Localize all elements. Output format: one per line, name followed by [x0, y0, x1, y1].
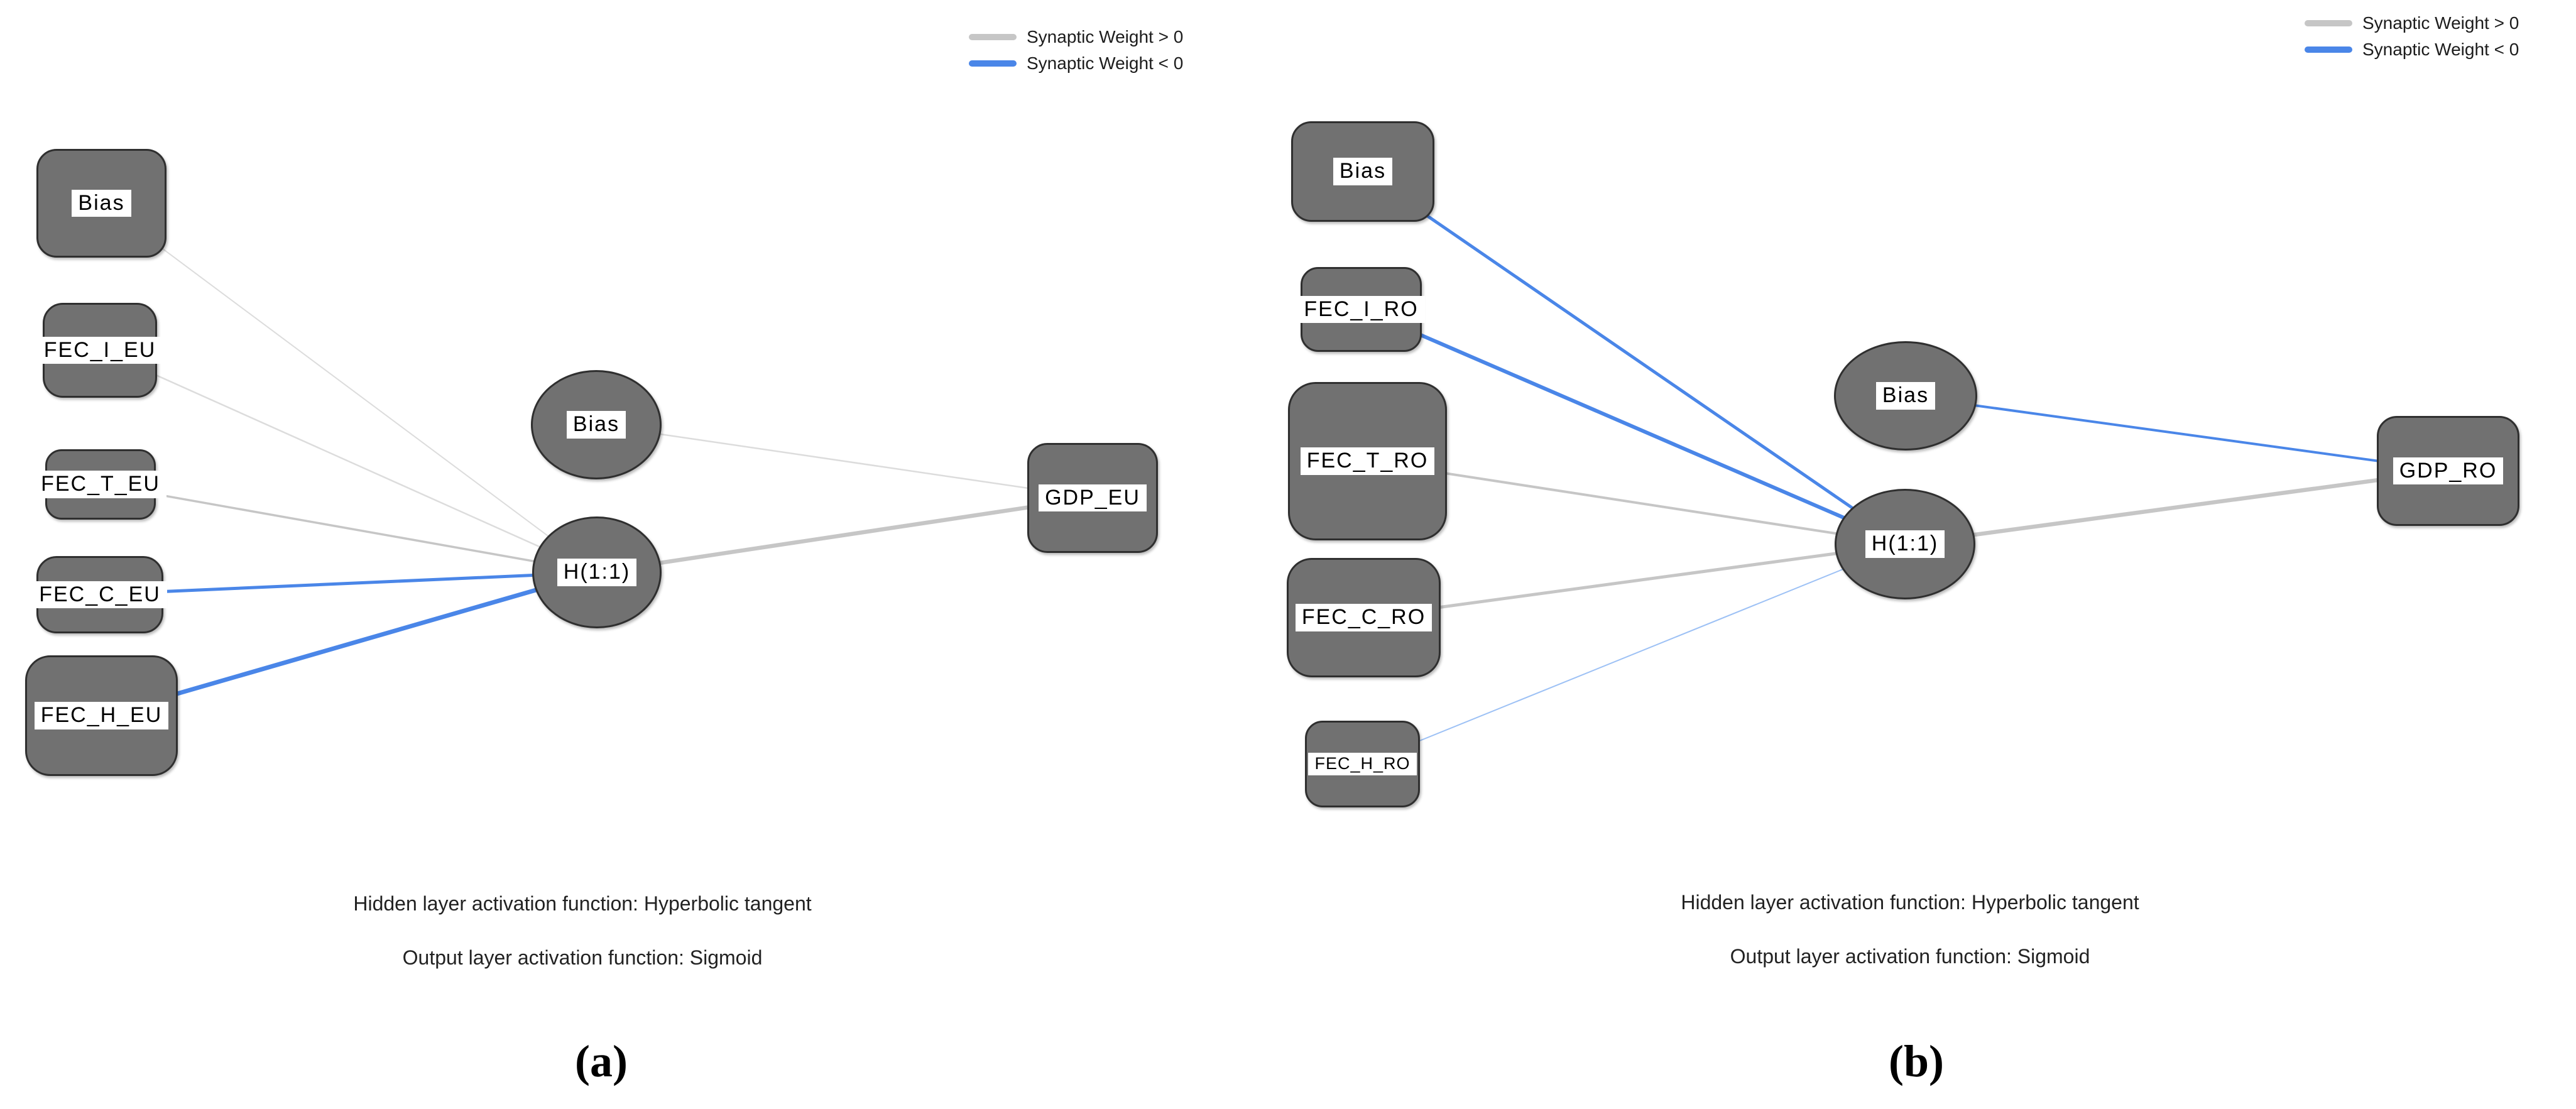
hidden-node-b-h11: H(1:1) [1835, 489, 1975, 599]
positive-weight-label: Synaptic Weight > 0 [1027, 27, 1184, 46]
edge-b-h11-to-gdp [1904, 468, 2448, 547]
legend-a-positive-row: Synaptic Weight > 0 [969, 24, 1183, 50]
legend-b-negative-row: Synaptic Weight < 0 [2305, 36, 2519, 63]
edge-a-hidden-bias-to-gdp [596, 423, 1093, 499]
edge-a-bias-input-to-h11 [101, 202, 598, 573]
output-node-gdp-eu: GDP_EU [1027, 443, 1158, 553]
panel-label-a: (a) [575, 1036, 628, 1086]
output-node-gdp-ro: GDP_RO [2377, 416, 2519, 526]
hidden-node-a-h11: H(1:1) [532, 516, 662, 628]
caption-b-hidden-activation: Hidden layer activation function: Hyperb… [1681, 891, 2139, 914]
legend-a: Synaptic Weight > 0 Synaptic Weight < 0 [969, 24, 1183, 77]
hidden-bias-node-a: Bias [531, 370, 662, 479]
node-label: FEC_I_EU [37, 336, 163, 364]
input-node-fec-h-ro: FEC_H_RO [1305, 721, 1420, 807]
node-label: FEC_C_EU [33, 581, 167, 609]
node-label: FEC_H_RO [1308, 753, 1417, 775]
node-label: H(1:1) [557, 559, 637, 586]
node-label: Bias [566, 411, 626, 439]
caption-a-hidden-activation: Hidden layer activation function: Hyperb… [353, 892, 812, 915]
node-label: FEC_I_RO [1297, 295, 1425, 324]
edge-b-fec-t-to-h11 [1367, 460, 1906, 545]
edge-b-hidden-bias-to-gdp [1905, 395, 2448, 472]
legend-a-negative-row: Synaptic Weight < 0 [969, 50, 1183, 77]
node-label: GDP_RO [2393, 457, 2504, 485]
input-node-fec-t-eu: FEC_T_EU [35, 449, 166, 520]
panel-label-b: (b) [1889, 1036, 1944, 1086]
caption-a-output-activation: Output layer activation function: Sigmoi… [402, 946, 763, 969]
node-label: GDP_EU [1039, 484, 1147, 512]
positive-weight-swatch [969, 34, 1017, 40]
caption-b-output-activation: Output layer activation function: Sigmoi… [1730, 945, 2090, 968]
input-node-fec-c-eu: FEC_C_EU [33, 556, 167, 633]
legend-b-positive-row: Synaptic Weight > 0 [2305, 10, 2519, 36]
node-label: FEC_H_EU [34, 702, 169, 729]
edge-a-fec-i-to-h11 [99, 349, 598, 574]
input-node-fec-c-ro: FEC_C_RO [1287, 558, 1441, 677]
input-node-fec-h-eu: FEC_H_EU [25, 655, 178, 776]
edge-a-fec-c-to-h11 [99, 571, 598, 596]
node-label: Bias [1333, 158, 1393, 185]
edge-a-fec-h-to-h11 [101, 570, 598, 718]
node-label: Bias [1875, 382, 1936, 410]
positive-weight-swatch [2305, 20, 2352, 26]
negative-weight-swatch [2305, 46, 2352, 53]
node-label: Bias [72, 189, 131, 217]
input-node-b-bias: Bias [1291, 121, 1434, 222]
negative-weight-label: Synaptic Weight < 0 [1027, 53, 1184, 73]
edge-b-bias-input-to-h11 [1362, 170, 1906, 546]
edge-b-fec-h-to-h11 [1362, 544, 1906, 765]
edge-a-h11-to-gdp [596, 495, 1093, 575]
node-label: H(1:1) [1865, 530, 1945, 558]
legend-b: Synaptic Weight > 0 Synaptic Weight < 0 [2305, 10, 2519, 63]
input-node-fec-t-ro: FEC_T_RO [1288, 382, 1447, 540]
positive-weight-label: Synaptic Weight > 0 [2362, 13, 2519, 33]
input-node-fec-i-ro: FEC_I_RO [1297, 267, 1425, 352]
input-node-fec-i-eu: FEC_I_EU [37, 303, 163, 398]
negative-weight-swatch [969, 60, 1017, 67]
node-label: FEC_C_RO [1295, 604, 1433, 631]
hidden-bias-node-b: Bias [1834, 341, 1977, 451]
node-label: FEC_T_RO [1300, 447, 1435, 475]
node-label: FEC_T_EU [35, 471, 166, 498]
input-node-a-bias: Bias [36, 149, 166, 258]
edge-a-fec-t-to-h11 [100, 483, 598, 574]
edge-b-fec-c-to-h11 [1363, 542, 1906, 620]
edge-b-fec-i-to-h11 [1360, 307, 1906, 546]
negative-weight-label: Synaptic Weight < 0 [2362, 40, 2519, 59]
